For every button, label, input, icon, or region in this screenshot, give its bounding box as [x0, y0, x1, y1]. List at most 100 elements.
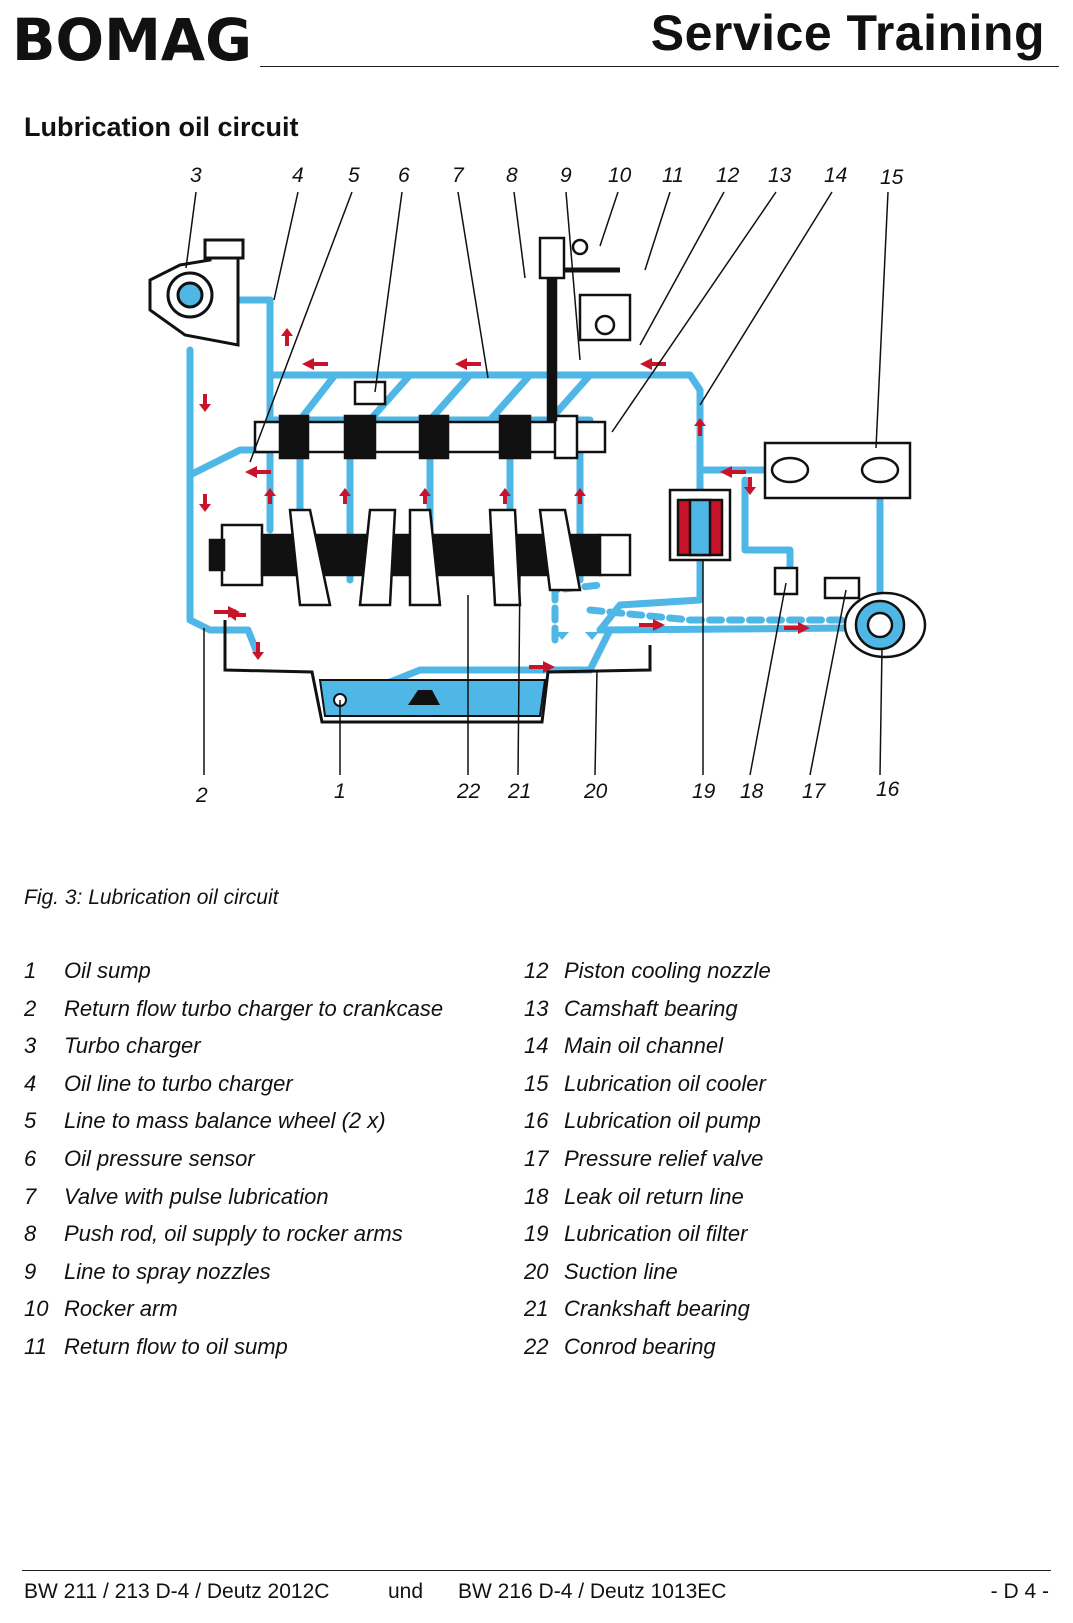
legend-number: 16 — [524, 1108, 549, 1134]
legend-text: Oil sump — [64, 958, 151, 983]
legend-text: Suction line — [564, 1258, 678, 1284]
callout-14: 14 — [824, 164, 847, 187]
legend-text: Camshaft bearing — [564, 995, 738, 1021]
legend-number: 6 — [24, 1145, 37, 1171]
legend-text: Crankshaft bearing — [564, 1296, 750, 1322]
legend-text: Valve with pulse lubrication — [64, 1183, 329, 1209]
oil-filter — [668, 488, 732, 562]
legend-number: 17 — [524, 1145, 549, 1171]
legend-text: Lubrication oil pump — [564, 1108, 761, 1134]
brand-logo-text: BOMAG — [12, 10, 252, 68]
callout-11: 11 — [662, 164, 684, 187]
callout-13: 13 — [768, 164, 792, 187]
legend-text: Lubrication oil cooler — [564, 1070, 766, 1096]
flow-arrows-inflow — [555, 632, 599, 640]
oil-cooler — [763, 441, 912, 500]
legend-text: Conrod bearing — [564, 1333, 716, 1359]
callout-15: 15 — [880, 166, 904, 189]
legend-item: 22 Conrod bearing — [524, 1332, 771, 1370]
legend-item: 7 Valve with pulse lubrication — [24, 1182, 443, 1220]
legend-text: Return flow to oil sump — [64, 1333, 288, 1359]
oil-pump — [843, 591, 927, 659]
callout-4: 4 — [292, 164, 304, 187]
page-number: - D 4 - — [990, 1580, 1049, 1603]
legend-item: 6 Oil pressure sensor — [24, 1144, 443, 1182]
legend-number: 9 — [24, 1258, 37, 1284]
leak-oil-valve-17-18 — [773, 566, 861, 600]
header-divider — [260, 66, 1059, 67]
legend-text: Turbo charger — [64, 1033, 201, 1059]
legend-item: 10 Rocker arm — [24, 1294, 443, 1332]
callout-22: 22 — [456, 780, 481, 803]
legend-text: Line to mass balance wheel (2 x) — [64, 1108, 386, 1134]
legend-number: 7 — [24, 1183, 37, 1209]
legend-number: 11 — [24, 1333, 47, 1359]
legend-item: 3 Turbo charger — [24, 1031, 443, 1069]
legend-item: 14 Main oil channel — [524, 1031, 771, 1069]
callout-19: 19 — [692, 780, 716, 803]
legend-text: Push rod, oil supply to rocker arms — [64, 1221, 403, 1247]
leader-lines — [185, 191, 889, 776]
legend-text: Rocker arm — [64, 1296, 178, 1322]
legend-item: 17 Pressure relief valve — [524, 1144, 771, 1182]
footer-und: und — [388, 1580, 424, 1603]
camshaft — [253, 414, 607, 460]
legend-number: 4 — [24, 1070, 37, 1096]
callout-6: 6 — [398, 164, 410, 187]
callout-labels-top: 3 4 5 6 7 8 9 10 11 12 13 14 15 — [190, 164, 904, 189]
legend-item: 13 Camshaft bearing — [524, 994, 771, 1032]
legend-number: 12 — [524, 958, 549, 983]
footer-divider — [22, 1570, 1051, 1571]
legend-number: 13 — [524, 995, 549, 1021]
callout-2: 2 — [195, 784, 208, 807]
callout-1: 1 — [334, 780, 346, 803]
legend-item: 4 Oil line to turbo charger — [24, 1069, 443, 1107]
legend-text: Leak oil return line — [564, 1183, 744, 1209]
footer-model-left: BW 211 / 213 D-4 / Deutz 2012C — [24, 1580, 330, 1603]
callout-21: 21 — [507, 780, 531, 803]
callout-20: 20 — [583, 780, 608, 803]
callout-8: 8 — [506, 164, 518, 187]
callout-18: 18 — [740, 780, 764, 803]
legend-text: Oil pressure sensor — [64, 1145, 255, 1171]
section-title: Lubrication oil circuit — [24, 112, 299, 142]
turbo-charger — [148, 238, 245, 347]
callout-5: 5 — [348, 164, 360, 187]
callout-17: 17 — [802, 780, 827, 803]
callout-3: 3 — [190, 164, 202, 187]
legend-number: 1 — [24, 958, 37, 983]
legend-number: 14 — [524, 1033, 549, 1059]
page-header-title: Service Training — [650, 5, 1045, 61]
legend-item: 16 Lubrication oil pump — [524, 1106, 771, 1144]
footer-model-right: BW 216 D-4 / Deutz 1013EC — [458, 1580, 727, 1603]
legend-number: 19 — [524, 1221, 549, 1247]
callout-7: 7 — [452, 164, 465, 187]
legend-text: Pressure relief valve — [564, 1145, 764, 1171]
legend-item: 5 Line to mass balance wheel (2 x) — [24, 1106, 443, 1144]
legend-number: 3 — [24, 1033, 37, 1059]
figure-caption: Fig. 3: Lubrication oil circuit — [24, 886, 279, 909]
legend-text: Main oil channel — [564, 1033, 723, 1059]
legend-text: Oil line to turbo charger — [64, 1070, 293, 1096]
legend-number: 18 — [524, 1183, 549, 1209]
legend-item: 11 Return flow to oil sump — [24, 1332, 443, 1370]
legend-number: 22 — [524, 1333, 549, 1359]
flow-arrows — [199, 328, 810, 673]
legend-number: 5 — [24, 1108, 37, 1134]
bomag-logo: BOMAG — [12, 10, 252, 68]
callout-12: 12 — [716, 164, 740, 187]
legend-number: 21 — [524, 1296, 549, 1322]
legend-number: 2 — [24, 995, 37, 1021]
callout-16: 16 — [876, 778, 900, 801]
callout-labels-bottom: 2 1 22 21 20 19 18 17 16 — [195, 778, 900, 807]
legend-number: 10 — [24, 1296, 49, 1322]
legend-item: 21 Crankshaft bearing — [524, 1294, 771, 1332]
legend-number: 15 — [524, 1070, 549, 1096]
